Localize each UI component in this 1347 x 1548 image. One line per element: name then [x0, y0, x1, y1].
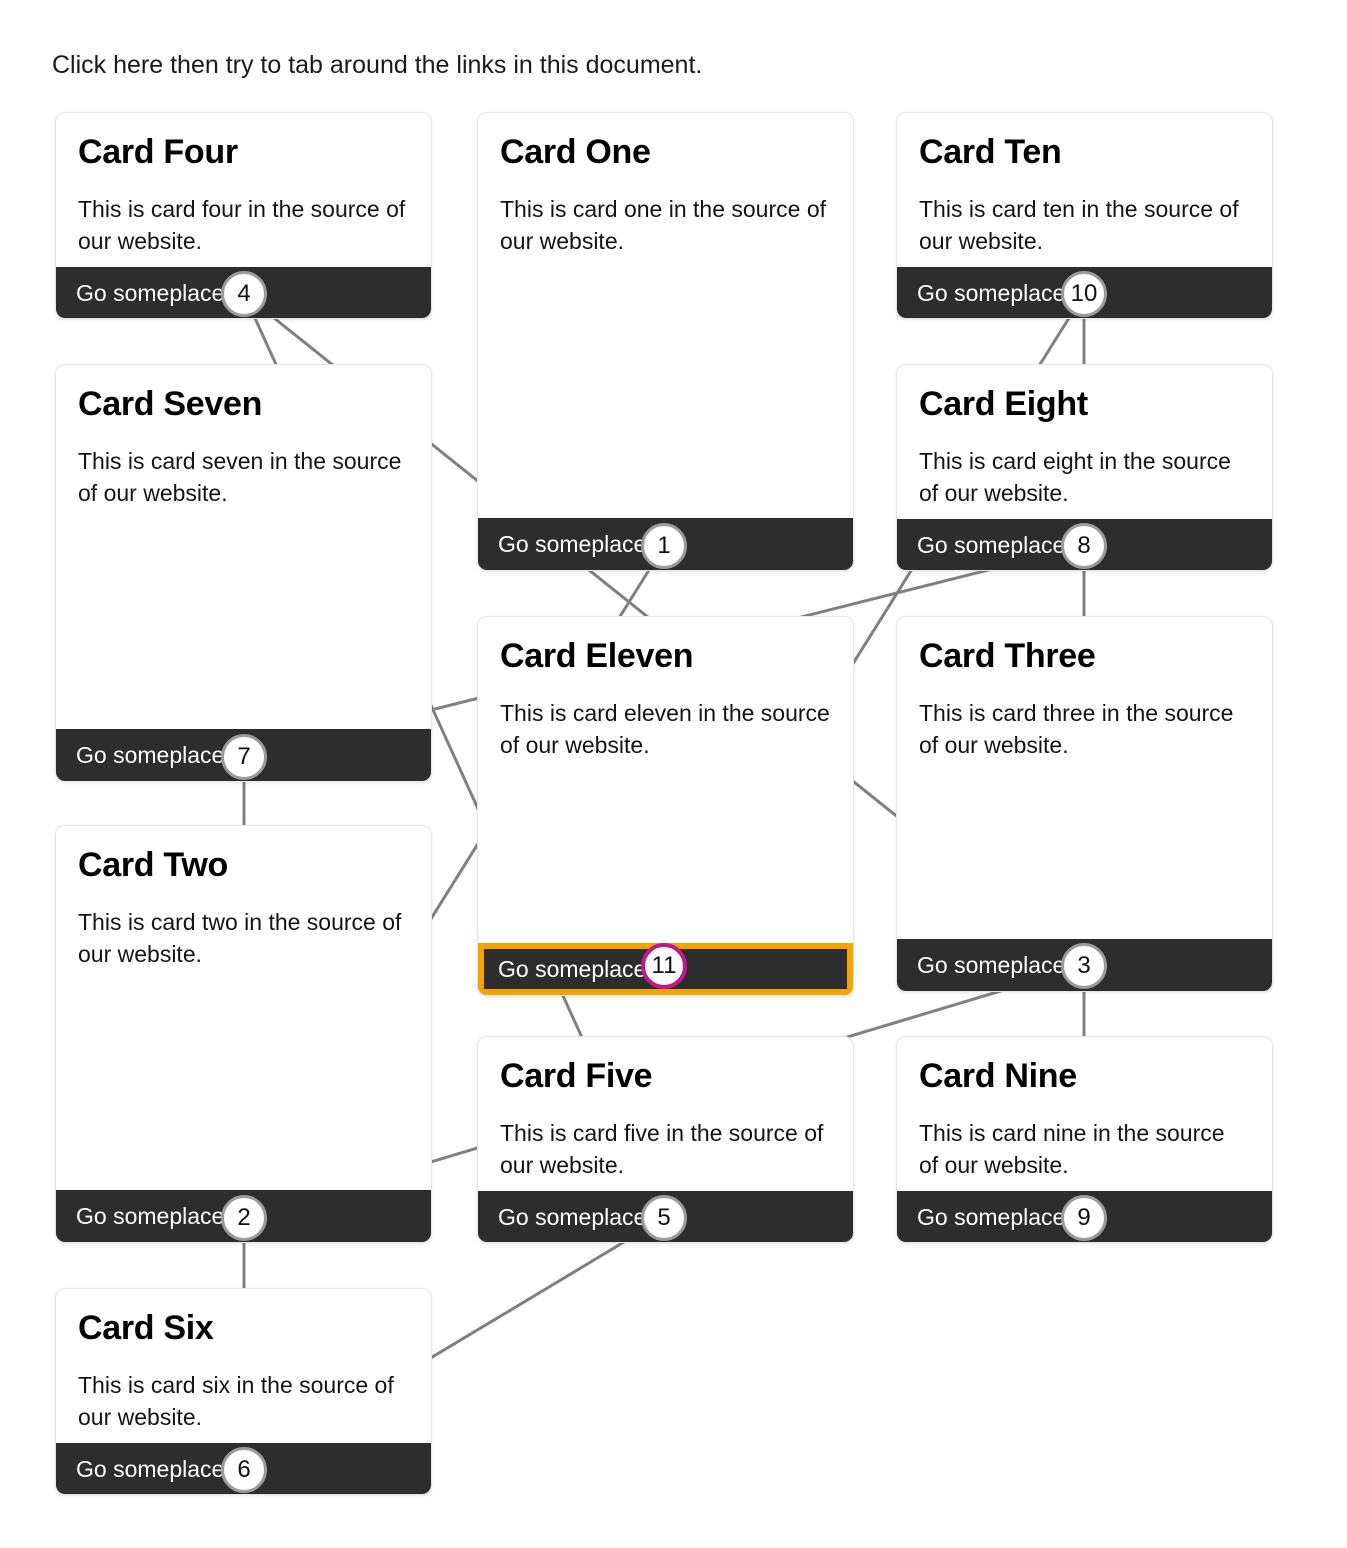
card-description: This is card two in the source of our we…: [78, 909, 402, 967]
card-title: Card Six: [78, 1309, 214, 1347]
card-description: This is card three in the source of our …: [919, 700, 1234, 758]
card-title: Card One: [500, 133, 651, 171]
card-description: This is card six in the source of our we…: [78, 1372, 394, 1430]
card-link[interactable]: Go someplace: [917, 952, 1066, 978]
tab-badge: 1: [641, 523, 687, 569]
tab-badge: 8: [1061, 523, 1107, 569]
card-description: This is card ten in the source of our we…: [919, 196, 1239, 254]
card-link[interactable]: Go someplace: [498, 1204, 647, 1230]
card-link[interactable]: Go someplace: [917, 280, 1066, 306]
card-description: This is card five in the source of our w…: [500, 1120, 824, 1178]
tab-badge: 9: [1061, 1195, 1107, 1241]
tab-badge: 3: [1061, 943, 1107, 989]
card-link[interactable]: Go someplace: [76, 1456, 225, 1482]
card-link[interactable]: Go someplace: [76, 1203, 225, 1229]
card-link[interactable]: Go someplace: [498, 956, 647, 982]
card-title: Card Four: [78, 133, 238, 171]
card-description: This is card nine in the source of our w…: [919, 1120, 1225, 1178]
card-title: Card Two: [78, 846, 228, 884]
tab-badge: 2: [221, 1195, 267, 1241]
card-title: Card Eight: [919, 385, 1088, 423]
card-description: This is card eleven in the source of our…: [500, 700, 830, 758]
tab-badge: 6: [221, 1447, 267, 1493]
card-title: Card Five: [500, 1057, 653, 1095]
card-title: Card Eleven: [500, 637, 694, 675]
card-title: Card Seven: [78, 385, 263, 423]
card-title: Card Three: [919, 637, 1096, 675]
intro-text: Click here then try to tab around the li…: [52, 51, 703, 79]
tab-badge: 5: [641, 1195, 687, 1241]
card-link[interactable]: Go someplace: [917, 1204, 1066, 1230]
card-description: This is card four in the source of our w…: [78, 196, 406, 254]
card-link[interactable]: Go someplace: [917, 532, 1066, 558]
card-title: Card Nine: [919, 1057, 1077, 1095]
card-description: This is card seven in the source of our …: [78, 448, 402, 506]
card-link[interactable]: Go someplace: [76, 280, 225, 306]
tab-badge: 4: [221, 271, 267, 317]
card-description: This is card one in the source of our we…: [500, 196, 826, 254]
card-description: This is card eight in the source of our …: [919, 448, 1231, 506]
card-link[interactable]: Go someplace: [498, 531, 647, 557]
tab-badge: 7: [221, 734, 267, 780]
tab-badge: 10: [1061, 271, 1107, 317]
card-link[interactable]: Go someplace: [76, 742, 225, 768]
card-title: Card Ten: [919, 133, 1062, 171]
tab-badge-current: 11: [641, 943, 687, 989]
